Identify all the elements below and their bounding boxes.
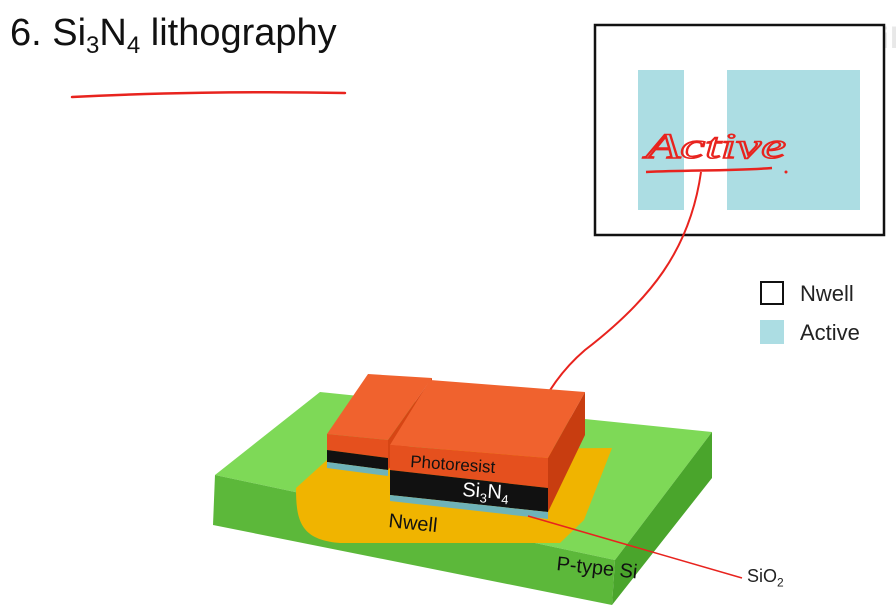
annotation-underline bbox=[645, 166, 773, 174]
nwell-label: Nwell bbox=[387, 510, 438, 537]
sio2-label: SiO2 bbox=[747, 566, 784, 590]
active-swatch bbox=[760, 320, 784, 344]
annotation-dot bbox=[784, 170, 788, 174]
mask-annotation-text: Active bbox=[643, 126, 786, 166]
legend-label-active: Active bbox=[800, 320, 860, 345]
active-region-right bbox=[727, 70, 860, 210]
active-region-left bbox=[638, 70, 684, 210]
page-title: 6. Si3N4 lithography bbox=[10, 12, 337, 59]
title-underline bbox=[70, 90, 347, 99]
legend-label-nwell: Nwell bbox=[800, 281, 854, 306]
main-stack bbox=[390, 380, 585, 519]
si3n4-label: Si3N4 bbox=[461, 479, 509, 507]
sio2-pointer bbox=[527, 515, 743, 579]
nwell-swatch bbox=[760, 281, 784, 305]
